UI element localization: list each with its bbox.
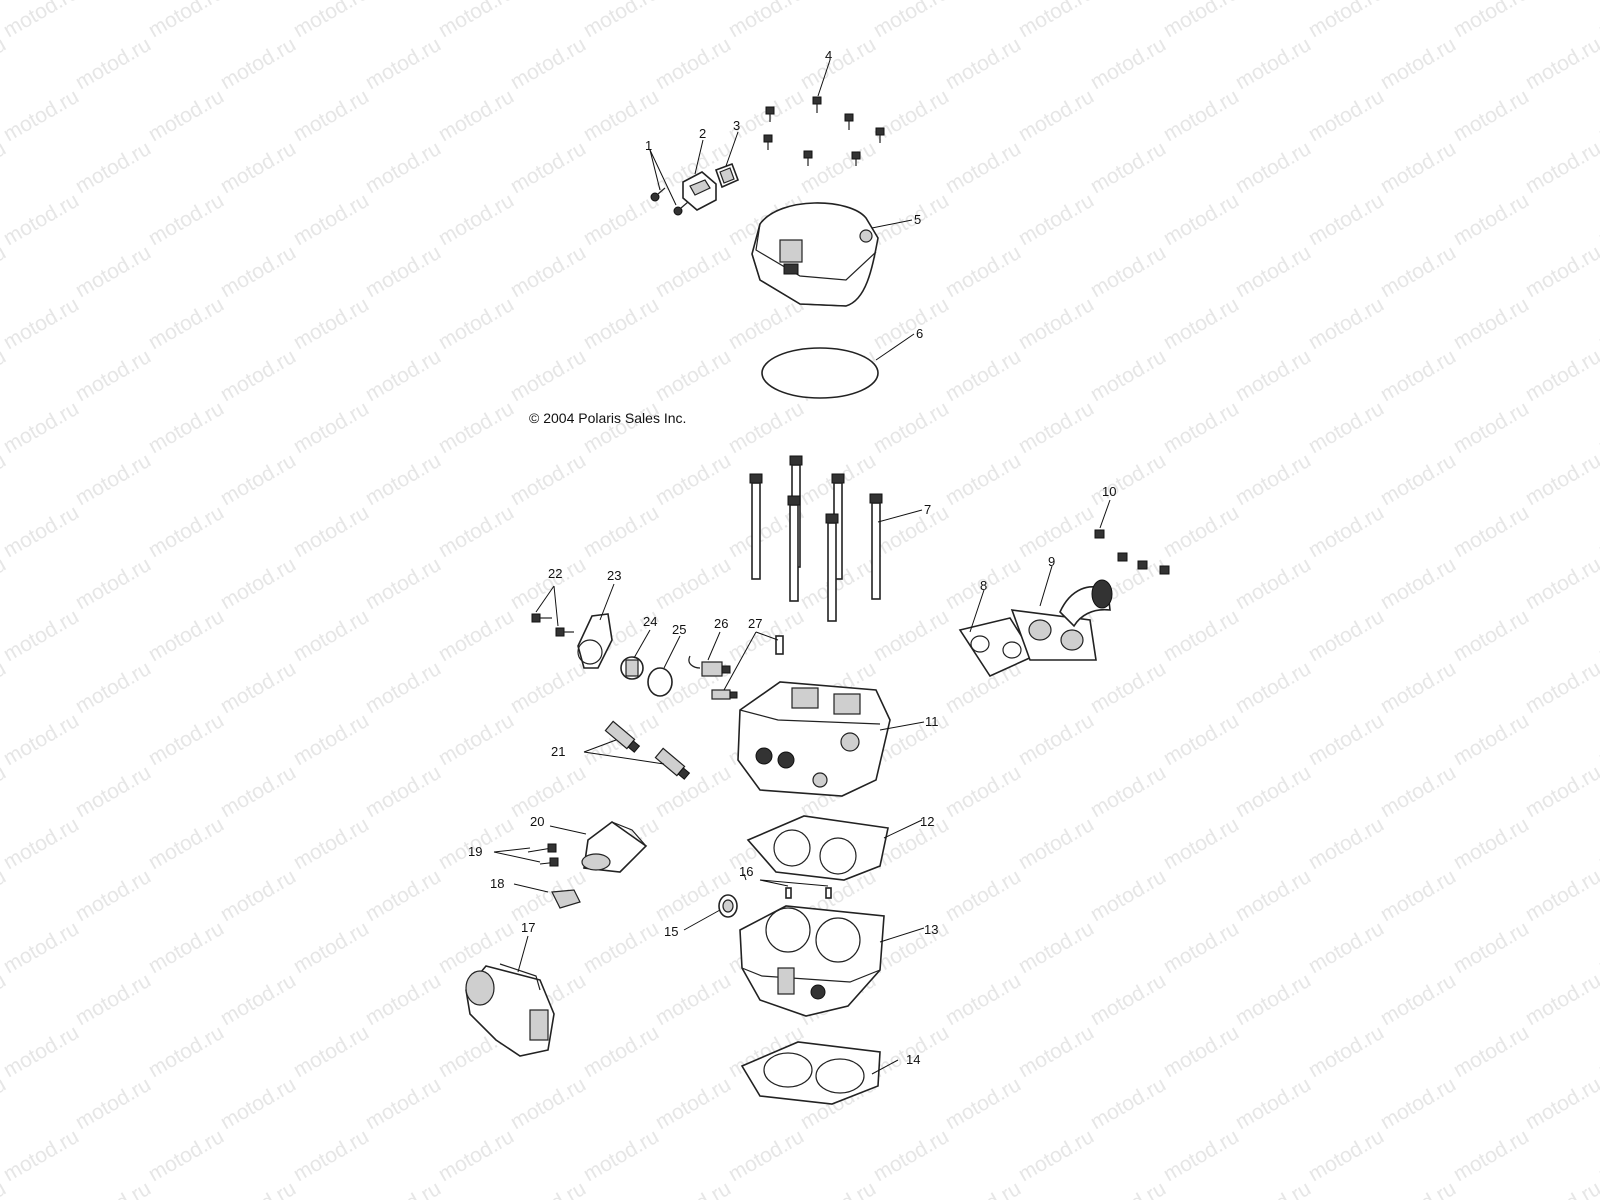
cylinder-head-bolts xyxy=(749,455,883,622)
part-2-block xyxy=(682,171,717,211)
cover-bolts xyxy=(763,96,885,166)
plug-15 xyxy=(718,894,738,918)
label-11: 11 xyxy=(925,714,939,729)
label-23: 23 xyxy=(607,568,621,583)
label-20: 20 xyxy=(530,814,544,829)
label-14: 14 xyxy=(906,1052,920,1067)
head-gasket-12 xyxy=(746,815,889,881)
throttle-body-17 xyxy=(465,963,555,1057)
thermostat-24 xyxy=(620,656,644,680)
clamp-18 xyxy=(551,889,581,909)
label-3: 3 xyxy=(733,118,740,133)
label-6: 6 xyxy=(916,326,923,341)
label-16: 16 xyxy=(739,864,753,879)
label-18: 18 xyxy=(490,876,504,891)
sensor-26 xyxy=(688,655,731,677)
screws-22 xyxy=(531,613,574,637)
label-19: 19 xyxy=(468,844,482,859)
label-10: 10 xyxy=(1102,484,1116,499)
bolts-10 xyxy=(1094,529,1170,575)
label-24: 24 xyxy=(643,614,657,629)
part-labels: 1 2 3 4 5 6 7 8 9 10 11 12 13 14 15 16 1… xyxy=(468,48,1116,1067)
exhaust-manifold-9 xyxy=(1010,579,1113,661)
dowels-16 xyxy=(785,887,832,899)
label-1: 1 xyxy=(645,138,652,153)
label-7: 7 xyxy=(924,502,931,517)
leader-lines xyxy=(493,59,1111,1075)
thermostat-housing-23 xyxy=(577,613,613,669)
label-26: 26 xyxy=(714,616,728,631)
intake-boot-20 xyxy=(581,821,648,873)
cylinder-head-11 xyxy=(737,681,891,797)
label-8: 8 xyxy=(980,578,987,593)
label-9: 9 xyxy=(1048,554,1055,569)
screws-1 xyxy=(650,187,689,216)
label-22: 22 xyxy=(548,566,562,581)
spark-plugs-21 xyxy=(604,720,691,780)
copyright-text: © 2004 Polaris Sales Inc. xyxy=(529,410,686,426)
label-5: 5 xyxy=(914,212,921,227)
label-12: 12 xyxy=(920,814,934,829)
label-13: 13 xyxy=(924,922,938,937)
cylinder-13 xyxy=(739,905,885,1017)
o-ring-25 xyxy=(647,667,673,697)
label-2: 2 xyxy=(699,126,706,141)
label-15: 15 xyxy=(664,924,678,939)
label-4: 4 xyxy=(825,48,832,63)
base-gasket-14 xyxy=(740,1041,881,1105)
sensor-27 xyxy=(711,635,784,700)
label-17: 17 xyxy=(521,920,535,935)
valve-cover xyxy=(751,202,879,307)
screws-19 xyxy=(527,843,559,867)
o-ring-6 xyxy=(761,347,879,399)
label-25: 25 xyxy=(672,622,686,637)
label-21: 21 xyxy=(551,744,565,759)
part-3-gasket xyxy=(714,162,740,189)
label-27: 27 xyxy=(748,616,762,631)
